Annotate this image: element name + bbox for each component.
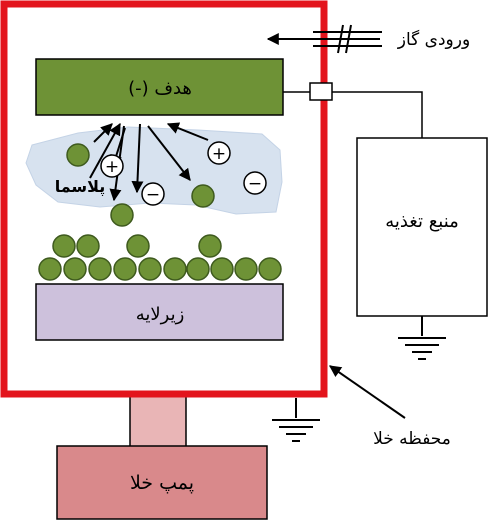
negative-ion: − (141, 182, 165, 206)
atom (38, 257, 62, 281)
pump-neck (129, 394, 187, 448)
substrate-label: زیرلایه (136, 304, 185, 325)
atom (138, 257, 162, 281)
atom (52, 234, 76, 258)
atom (198, 234, 222, 258)
atom (234, 257, 258, 281)
ground-icon (398, 316, 446, 360)
arrow (89, 122, 121, 179)
svg-text:−: − (248, 174, 262, 194)
substrate (35, 283, 284, 341)
arrow (147, 125, 191, 181)
positive-ion: + (100, 154, 124, 178)
atom (63, 257, 87, 281)
power-supply-label: منبع تغذیه (385, 211, 459, 232)
plasma-label: پلاسما (55, 177, 106, 197)
atom (258, 257, 282, 281)
sputtered-atoms (66, 143, 215, 227)
atom (126, 234, 150, 258)
atom (66, 143, 90, 167)
atom (110, 203, 134, 227)
feedthrough (309, 82, 333, 101)
deposited-film (38, 234, 282, 281)
svg-text:−: − (146, 185, 160, 205)
svg-text:+: + (105, 157, 119, 177)
vacuum-chamber-wall (0, 0, 328, 398)
svg-text:+: + (212, 144, 226, 164)
atom (163, 257, 187, 281)
atom (186, 257, 210, 281)
target-electrode (35, 58, 284, 116)
power-supply (356, 137, 488, 317)
atom (210, 257, 234, 281)
atom (88, 257, 112, 281)
negative-ion: − (243, 171, 267, 195)
vacuum-pump (56, 445, 268, 520)
arrow (166, 122, 209, 141)
vacuum-chamber-label: محفظه خلا (373, 429, 451, 449)
atom (76, 234, 100, 258)
power-wire (332, 91, 423, 138)
particle-arrows (89, 122, 209, 202)
atom (191, 184, 215, 208)
arrow (93, 123, 113, 143)
atom (113, 257, 137, 281)
chamber-pointer-arrow (329, 365, 406, 419)
positive-ion: + (207, 141, 231, 165)
vacuum-pump-label: پمپ خلا (130, 472, 194, 494)
gas-inlet-label: ورودی گاز (397, 29, 470, 50)
arrow (131, 123, 144, 194)
ground-icon (272, 398, 320, 442)
target-label: هدف (-) (128, 78, 192, 99)
